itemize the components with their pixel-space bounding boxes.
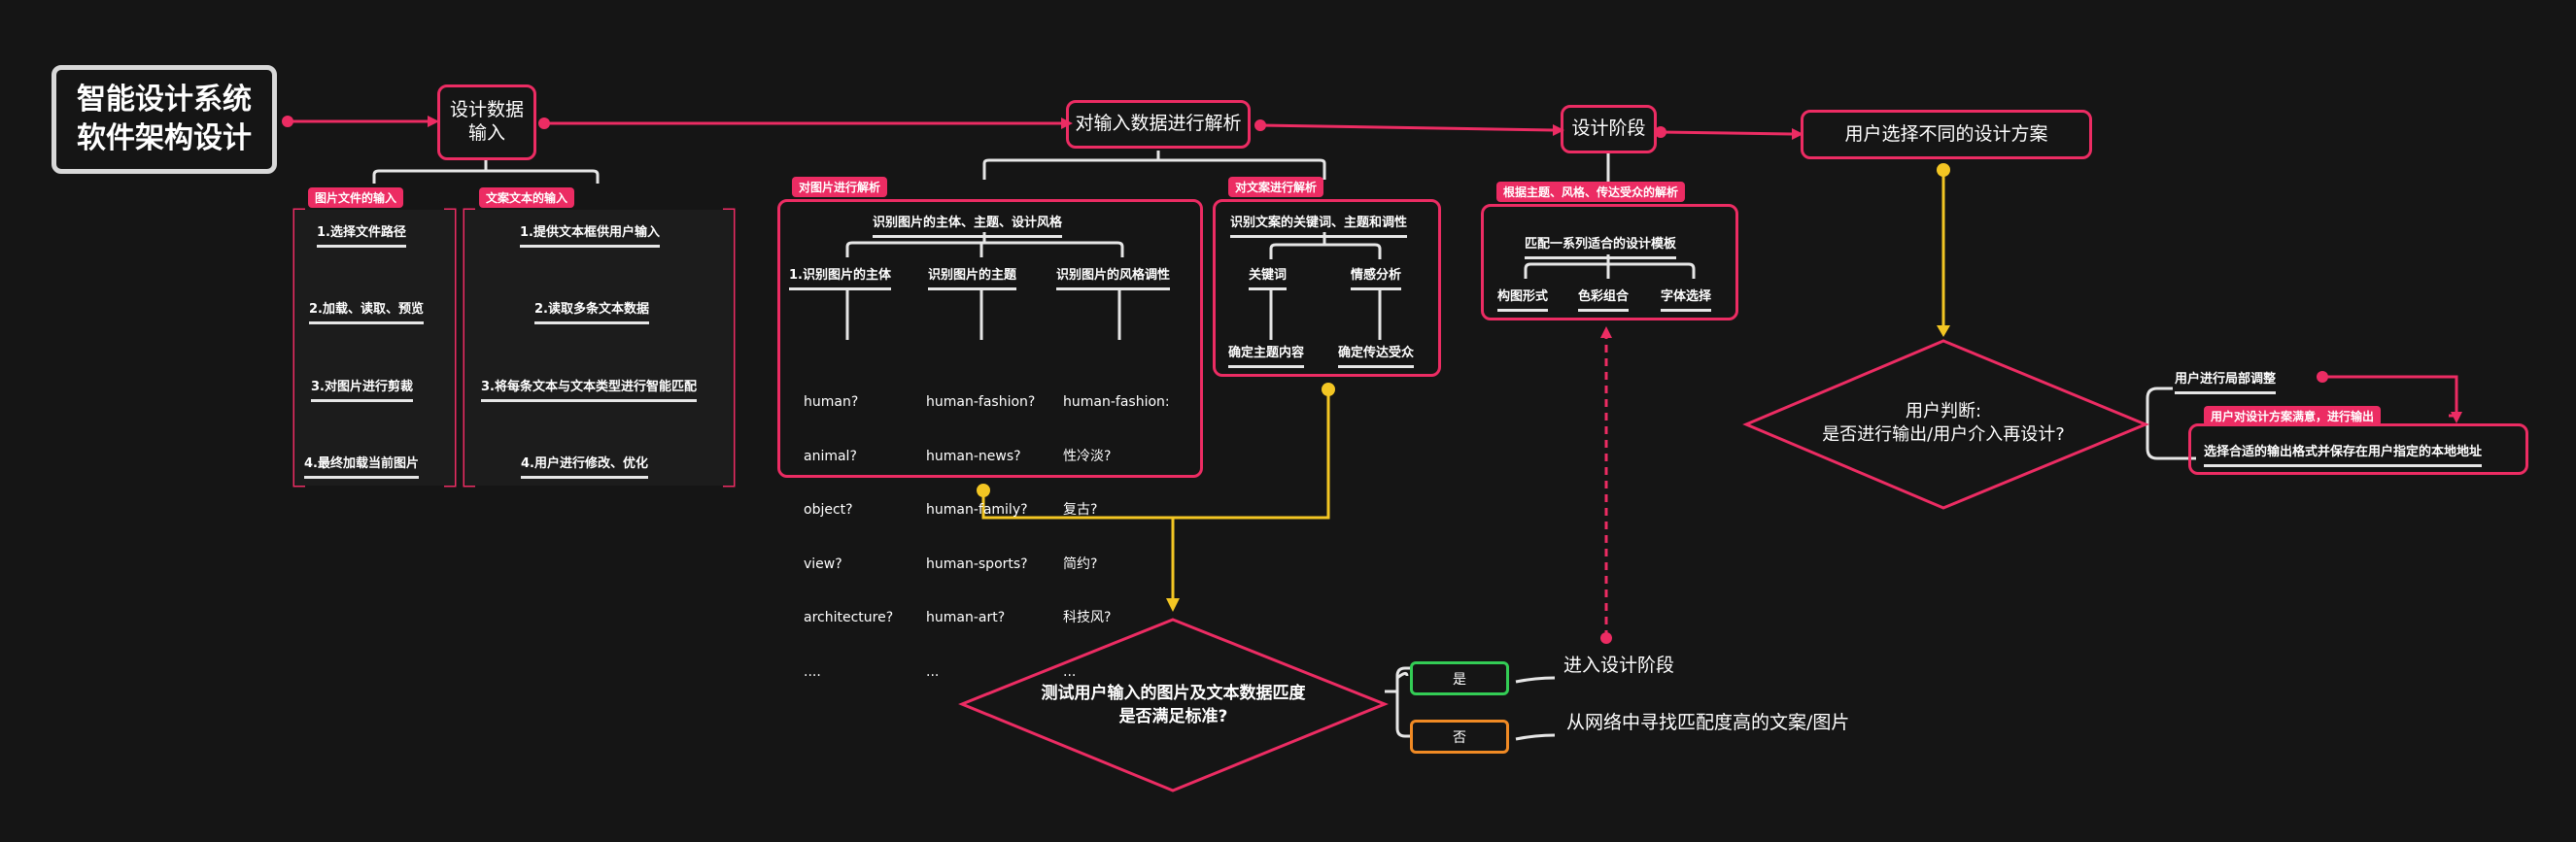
feedback-dashed-arrow xyxy=(1600,326,1612,638)
match-check-question: 测试用户输入的图片及文本数据匹度 是否满足标准? xyxy=(991,682,1356,728)
judge-line-2: 是否进行输出/用户介入再设计? xyxy=(1822,424,2065,445)
design-parse-tag: 根据主题、风格、传达受众的解析 xyxy=(1496,182,1686,202)
option-composition: 构图形式 xyxy=(1497,286,1549,312)
image-parse-col-2-label: 识别图片的主题 xyxy=(928,264,1017,290)
list-item: human-fashion: xyxy=(1063,394,1170,410)
text-input-panel xyxy=(464,210,734,486)
list-item: animal? xyxy=(804,448,857,464)
local-adjust-label: 用户进行局部调整 xyxy=(2175,368,2277,394)
text-parse-sentiment: 情感分析 xyxy=(1351,264,1402,290)
image-style-list: human-fashion: 性冷淡? 复古? 简约? 科技风? ... xyxy=(1063,357,1170,717)
list-item: human-art? xyxy=(926,610,1006,625)
title-line-1: 智能设计系统 xyxy=(77,82,252,117)
text-step-3: 3.将每条文本与文本类型进行智能匹配 xyxy=(481,376,697,402)
question-line-1: 测试用户输入的图片及文本数据匹度 xyxy=(1041,684,1306,703)
image-step-3: 3.对图片进行剪裁 xyxy=(311,376,413,402)
option-font: 字体选择 xyxy=(1661,286,1712,312)
image-parse-col-1-label: 1.识别图片的主体 xyxy=(789,264,891,290)
template-match-header: 匹配一系列适合的设计模板 xyxy=(1525,233,1677,259)
user-choose-scheme-node: 用户选择不同的设计方案 xyxy=(1801,110,2092,159)
list-item: architecture? xyxy=(804,610,894,625)
template-match-box xyxy=(1481,204,1738,320)
image-step-1: 1.选择文件路径 xyxy=(317,221,406,248)
image-parse-col-3-label: 识别图片的风格调性 xyxy=(1056,264,1171,290)
list-item: ... xyxy=(926,663,940,680)
image-step-2: 2.加载、读取、预览 xyxy=(309,298,424,324)
system-title-box: 智能设计系统 软件架构设计 xyxy=(52,65,277,174)
parse-input-node: 对输入数据进行解析 xyxy=(1066,100,1251,149)
text-parse-keyword: 关键词 xyxy=(1249,264,1288,290)
image-input-panel xyxy=(294,210,455,486)
yes-option: 是 xyxy=(1410,661,1509,695)
list-item: view? xyxy=(804,556,842,572)
image-parse-box xyxy=(777,199,1203,478)
title-line-2: 软件架构设计 xyxy=(77,121,252,155)
text-step-1: 1.提供文本框供用户输入 xyxy=(520,221,660,248)
design-data-input-node: 设计数据 输入 xyxy=(437,84,536,160)
list-item: object? xyxy=(804,502,853,518)
image-step-4: 4.最终加载当前图片 xyxy=(304,453,419,479)
text-step-2: 2.读取多条文本数据 xyxy=(534,298,649,324)
image-subject-list: human? animal? object? view? architectur… xyxy=(804,357,893,717)
judge-line-1: 用户判断: xyxy=(1905,401,1982,421)
text-parse-result-2: 确定传达受众 xyxy=(1338,342,1415,368)
no-option: 否 xyxy=(1410,720,1509,754)
input-node-label-1: 设计数据 xyxy=(449,99,524,121)
image-theme-list: human-fashion? human-news? human-family?… xyxy=(926,357,1035,717)
no-result-text: 从网络中寻找匹配度高的文案/图片 xyxy=(1566,712,1850,733)
list-item: human? xyxy=(804,394,859,410)
list-item: human-family? xyxy=(926,502,1028,518)
list-item: 性冷淡? xyxy=(1063,448,1112,464)
input-node-label-2: 输入 xyxy=(467,122,505,144)
list-item: 简约? xyxy=(1063,556,1098,572)
image-parse-header: 识别图片的主体、主题、设计风格 xyxy=(873,212,1063,238)
design-stage-node: 设计阶段 xyxy=(1561,105,1657,153)
text-parse-box xyxy=(1213,199,1441,377)
list-item: 科技风? xyxy=(1063,610,1112,625)
text-input-tag: 文案文本的输入 xyxy=(479,187,575,208)
option-color: 色彩组合 xyxy=(1578,286,1630,312)
output-save-label: 选择合适的输出格式并保存在用户指定的本地地址 xyxy=(2204,441,2483,467)
question-line-2: 是否满足标准? xyxy=(1118,707,1228,726)
yes-result-text: 进入设计阶段 xyxy=(1563,655,1675,676)
image-input-tag: 图片文件的输入 xyxy=(308,187,404,208)
user-judge-question: 用户判断: 是否进行输出/用户介入再设计? xyxy=(1788,400,2099,447)
image-parse-tag: 对图片进行解析 xyxy=(792,177,888,197)
text-parse-result-1: 确定主题内容 xyxy=(1228,342,1305,368)
list-item: 复古? xyxy=(1063,502,1098,518)
list-item: human-news? xyxy=(926,448,1021,464)
text-parse-tag: 对文案进行解析 xyxy=(1228,177,1324,197)
list-item: human-fashion? xyxy=(926,394,1036,410)
text-parse-header: 识别文案的关键词、主题和调性 xyxy=(1230,212,1408,238)
satisfied-output-tag: 用户对设计方案满意，进行输出 xyxy=(2204,406,2382,426)
list-item: ... xyxy=(1063,663,1077,680)
text-step-4: 4.用户进行修改、优化 xyxy=(521,453,648,479)
list-item: human-sports? xyxy=(926,556,1028,572)
list-item: .... xyxy=(804,663,821,680)
